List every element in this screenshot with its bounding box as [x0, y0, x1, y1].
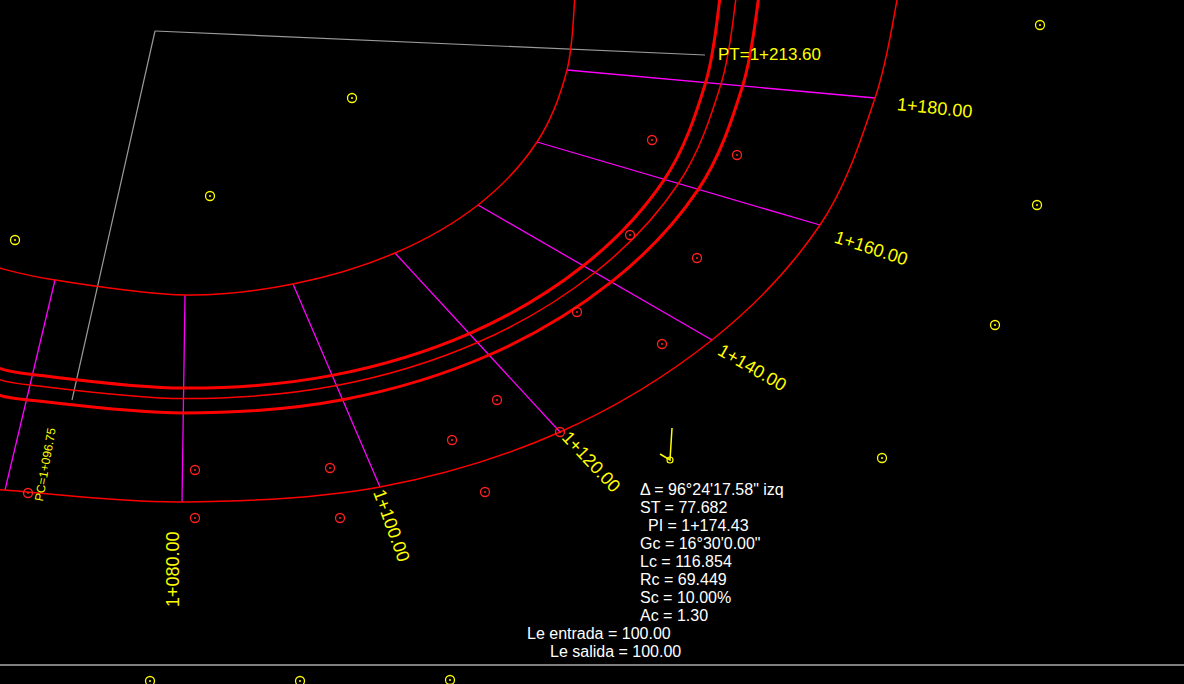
ground-point-dot [484, 491, 486, 493]
ground-point [191, 466, 200, 475]
survey-point [206, 192, 215, 201]
ground-point-dot [194, 469, 196, 471]
curve-data: Lc = 116.854 [640, 554, 732, 570]
ground-point [191, 514, 200, 523]
road-edge [0, 0, 898, 502]
survey-point-dot [1039, 24, 1041, 26]
ground-point [326, 464, 335, 473]
survey-point-dot [149, 680, 151, 682]
ground-point [693, 254, 702, 263]
station-label: 1+140.00 [715, 341, 789, 394]
survey-point-dot [351, 97, 353, 99]
survey-point [1036, 21, 1045, 30]
ground-point-dot [339, 517, 341, 519]
ground-point-dot [27, 492, 29, 494]
tangent-line [72, 31, 155, 400]
ground-point-dot [496, 399, 498, 401]
survey-point [296, 677, 305, 684]
station-label: 1+080.00 [164, 531, 182, 607]
ground-point-dot [629, 234, 631, 236]
survey-point-dot [209, 195, 211, 197]
curve-data: ST = 77.682 [640, 500, 727, 516]
ground-point [448, 436, 457, 445]
ground-point-dot [576, 311, 578, 313]
ground-point [336, 514, 345, 523]
center-line [0, 0, 737, 399]
ground-point [733, 151, 742, 160]
north-marker [660, 428, 672, 460]
ground-point-dot [329, 467, 331, 469]
survey-point-dot [994, 324, 996, 326]
station-label: 1+100.00 [370, 487, 413, 564]
station-label: 1+120.00 [559, 428, 624, 496]
survey-point-dot [14, 239, 16, 241]
survey-point-dot [881, 457, 883, 459]
ground-point [24, 489, 33, 498]
ground-point [626, 231, 635, 240]
lane-line [0, 0, 759, 413]
survey-point [991, 321, 1000, 330]
ground-point-dot [651, 139, 653, 141]
station-label: PT=1+213.60 [718, 46, 821, 63]
curve-data: Le salida = 100.00 [550, 644, 681, 660]
ground-point-dot [736, 154, 738, 156]
survey-point [11, 236, 20, 245]
curve-data: Rc = 69.449 [640, 572, 727, 588]
ground-point-dot [194, 517, 196, 519]
survey-point [146, 677, 155, 684]
survey-point-dot [449, 679, 451, 681]
curve-data: Sc = 10.00% [640, 590, 731, 606]
curve-data: PI = 1+174.43 [648, 518, 749, 534]
station-label: 1+160.00 [832, 228, 909, 268]
curve-data: Ac = 1.30 [640, 608, 708, 624]
ground-point-dot [451, 439, 453, 441]
ground-point [573, 308, 582, 317]
ground-point-dot [696, 257, 698, 259]
survey-point-dot [1036, 204, 1038, 206]
survey-point [1033, 201, 1042, 210]
ground-point [648, 136, 657, 145]
survey-point [446, 676, 455, 684]
north-marker-dot [667, 457, 673, 463]
sheet-border [0, 665, 1184, 666]
road-edge [0, 0, 575, 295]
ground-point [481, 488, 490, 497]
ground-point [493, 396, 502, 405]
curve-data: Gc = 16°30'0.00" [640, 536, 761, 552]
ground-point-dot [559, 431, 561, 433]
lane-line [0, 0, 720, 388]
ground-point [658, 340, 667, 349]
ground-point-dot [661, 343, 663, 345]
station-label: 1+180.00 [896, 95, 973, 121]
curve-data: Δ = 96°24'17.58" izq [640, 482, 784, 498]
survey-point-dot [299, 680, 301, 682]
station-label: PC=1+096.75 [33, 427, 58, 502]
survey-point [878, 454, 887, 463]
curve-data: Le entrada = 100.00 [527, 626, 671, 642]
survey-point [348, 94, 357, 103]
tangent-line [155, 31, 705, 55]
